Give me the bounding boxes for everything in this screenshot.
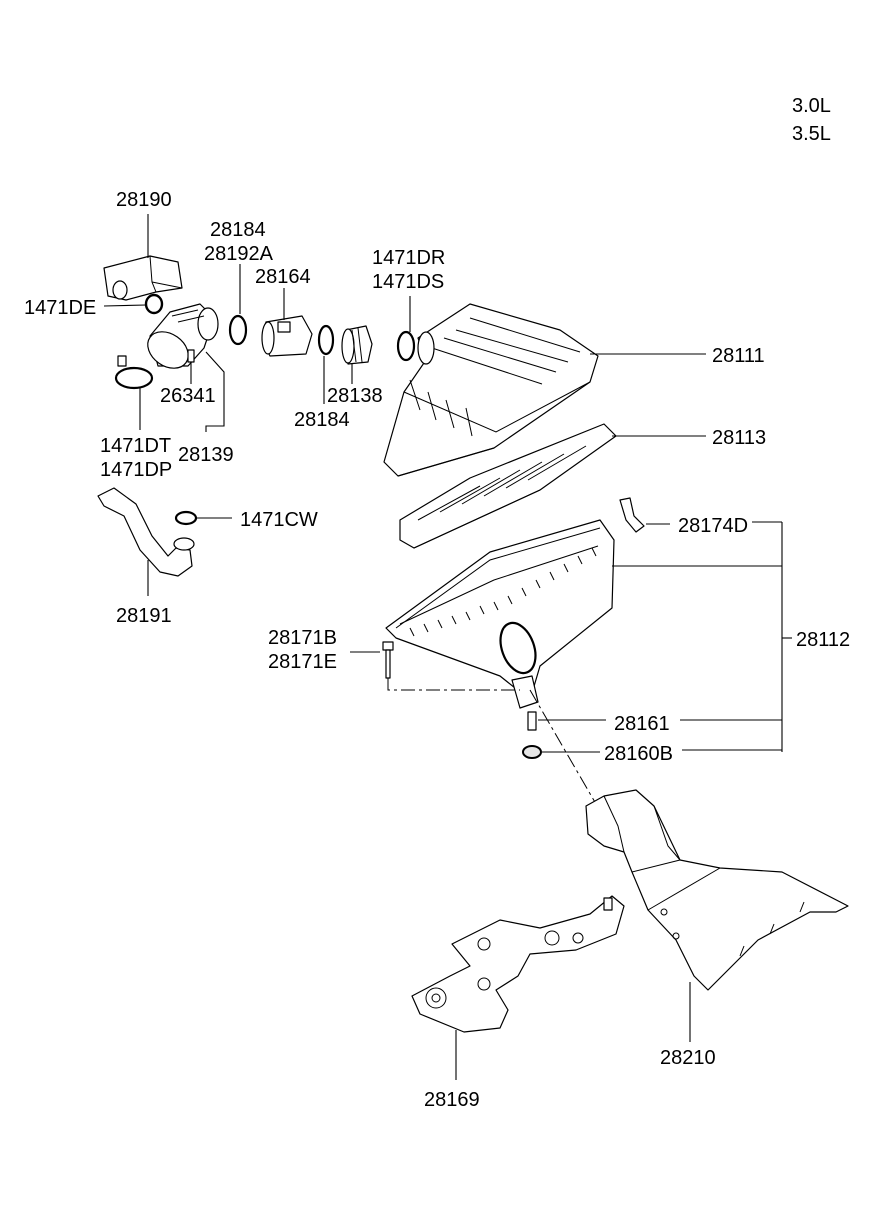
leader-28139 <box>205 351 225 432</box>
part-28164-air-flow-sensor[interactable] <box>261 315 313 357</box>
part-28171b-bolt[interactable] <box>382 641 394 679</box>
label-1471de: 1471DE <box>24 297 96 319</box>
part-28210-intake-duct[interactable] <box>585 789 849 991</box>
part-1471cw-clamp[interactable] <box>174 510 198 526</box>
label-28169: 28169 <box>424 1089 480 1111</box>
part-28191-breather-hose[interactable] <box>97 487 195 577</box>
label-28171b: 28171B <box>268 627 337 649</box>
leader-28112 <box>612 521 783 752</box>
part-28174d-clip[interactable] <box>619 497 645 533</box>
label-28111: 28111 <box>712 345 765 367</box>
label-1471dt: 1471DT <box>100 435 171 457</box>
duct-dash-line <box>529 689 597 805</box>
part-28169-bracket[interactable] <box>411 895 625 1033</box>
label-28184-lower: 28184 <box>294 409 350 431</box>
part-28111-cleaner-cover[interactable] <box>383 303 599 477</box>
part-28113-filter-element[interactable] <box>399 423 617 549</box>
label-1471cw: 1471CW <box>240 509 318 531</box>
part-1471dt-clamp[interactable] <box>114 355 154 390</box>
label-28139: 28139 <box>178 444 234 466</box>
label-28174d: 28174D <box>678 515 748 537</box>
label-26341: 26341 <box>160 385 216 407</box>
label-28160b: 28160B <box>604 743 673 765</box>
label-28164: 28164 <box>255 266 311 288</box>
label-1471dr: 1471DR <box>372 247 445 269</box>
label-28112: 28112 <box>796 629 850 651</box>
label-28184-upper: 28184 <box>210 219 266 241</box>
engine-label-3-5l: 3.5L <box>792 123 831 145</box>
engine-label-3-0l: 3.0L <box>792 95 831 117</box>
label-28171e: 28171E <box>268 651 337 673</box>
part-28112-cleaner-body[interactable] <box>385 519 615 709</box>
label-28192a: 28192A <box>204 243 274 265</box>
label-1471dp: 1471DP <box>100 459 172 481</box>
part-28139-elbow-hose[interactable] <box>141 303 219 376</box>
bolt-dash-line <box>387 678 520 691</box>
label-28191: 28191 <box>116 605 172 627</box>
label-28161: 28161 <box>614 713 670 735</box>
part-28190-resonator[interactable] <box>103 255 183 301</box>
part-28184-clamp-upper[interactable] <box>228 314 248 346</box>
label-28138: 28138 <box>327 385 383 407</box>
label-28210: 28210 <box>660 1047 716 1069</box>
leader-1471de <box>103 304 147 307</box>
part-1471dr-clamp[interactable] <box>396 330 416 362</box>
part-26341-sensor[interactable] <box>187 349 195 363</box>
part-28138-hose[interactable] <box>341 325 373 365</box>
part-1471de-clamp[interactable] <box>144 293 164 315</box>
part-28160b-grommet[interactable] <box>522 745 542 759</box>
label-28113: 28113 <box>712 427 766 449</box>
label-1471ds: 1471DS <box>372 271 444 293</box>
part-28161-collar[interactable] <box>527 711 537 731</box>
part-28184-clamp-lower[interactable] <box>317 324 335 356</box>
label-28190: 28190 <box>116 189 172 211</box>
